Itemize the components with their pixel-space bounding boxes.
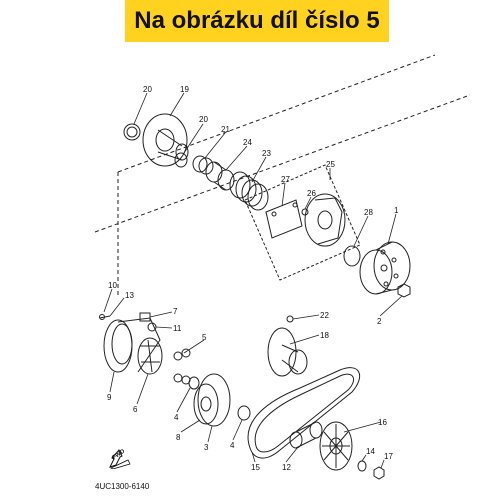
label-15: 15 — [251, 463, 260, 472]
part-12-collar — [289, 421, 323, 449]
part-11-guide — [147, 322, 157, 332]
part-4-ring-left — [188, 376, 200, 390]
part-3-primary-sheave — [193, 373, 231, 427]
label-3: 3 — [204, 443, 209, 452]
part-27-plate — [265, 199, 303, 239]
part-14-washer — [357, 460, 367, 472]
part-19-sheave — [142, 113, 189, 167]
part-15-belt — [247, 367, 361, 459]
diagram-code: 4UC1300-6140 — [95, 482, 150, 491]
label-8: 8 — [176, 433, 181, 442]
label-14: 14 — [366, 447, 375, 456]
label-16: 16 — [378, 418, 387, 427]
label-7: 7 — [173, 307, 178, 316]
part-16-fan-sheave — [319, 421, 353, 471]
label-22: 22 — [320, 311, 329, 320]
part-4-ring-right — [237, 405, 251, 421]
part-20-ring-left — [123, 123, 141, 141]
label-12: 12 — [282, 463, 291, 472]
label-4a: 4 — [174, 413, 179, 422]
label-26: 26 — [307, 189, 316, 198]
label-2: 2 — [377, 317, 382, 326]
part-2-nut — [397, 283, 411, 298]
part-20-ring-right — [174, 152, 188, 168]
part-23-spring — [229, 171, 269, 211]
part-17-nut — [373, 466, 385, 480]
part-7-slider — [139, 312, 151, 322]
label-17: 17 — [384, 452, 393, 461]
label-4b: 4 — [230, 441, 235, 450]
frame-line-top — [117, 54, 436, 173]
frame-line-mid — [94, 94, 471, 233]
part-labels: 20 19 20 21 24 23 25 27 26 28 1 2 10 13 … — [107, 85, 399, 472]
part-28-ring — [343, 245, 361, 267]
label-27: 27 — [281, 175, 290, 184]
label-18: 18 — [320, 331, 329, 340]
label-20a: 20 — [143, 85, 152, 94]
label-6: 6 — [133, 405, 138, 414]
part-21-oring — [192, 155, 208, 173]
label-28: 28 — [364, 208, 373, 217]
label-20b: 20 — [199, 115, 208, 124]
label-13: 13 — [125, 291, 134, 300]
part-22-pin — [286, 315, 294, 323]
banner: Na obrázku díl číslo 5 — [125, 0, 389, 42]
label-11: 11 — [173, 324, 182, 333]
part-1-clutch-housing — [359, 241, 411, 295]
part-6-cam-plate — [137, 337, 163, 375]
label-21: 21 — [221, 125, 230, 134]
label-10: 10 — [108, 281, 117, 290]
part-18-sheave — [267, 327, 308, 377]
part-9-cover — [103, 317, 161, 373]
label-25: 25 — [326, 160, 335, 169]
label-1: 1 — [394, 206, 399, 215]
leader-lines — [103, 92, 403, 469]
label-5: 5 — [202, 333, 207, 342]
label-23: 23 — [262, 149, 271, 158]
part-24-collar — [205, 161, 235, 191]
part-25-box — [244, 164, 361, 281]
label-24: 24 — [243, 138, 252, 147]
label-9: 9 — [107, 393, 112, 402]
banner-text: Na obrázku díl číslo 5 — [134, 7, 380, 34]
label-19: 19 — [180, 85, 189, 94]
part-25-clutch — [304, 193, 346, 247]
part-5-roller — [173, 351, 183, 361]
fwd-arrow-icon: FWD — [108, 447, 134, 470]
